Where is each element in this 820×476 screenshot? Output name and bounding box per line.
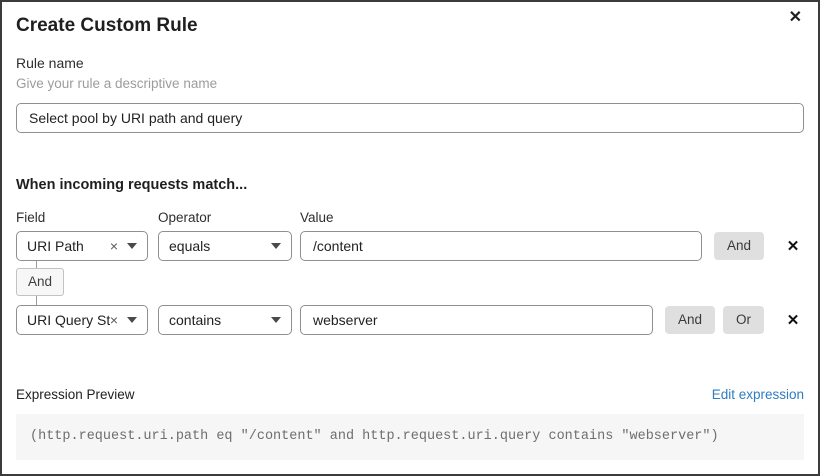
field-column-label: Field [16, 210, 46, 225]
page-title: Create Custom Rule [16, 15, 198, 36]
chevron-down-icon [127, 317, 137, 323]
chevron-down-icon [271, 317, 281, 323]
match-section-heading: When incoming requests match... [16, 177, 248, 193]
field-dropdown-row1-value: URI Path [27, 238, 84, 254]
and-button-row2[interactable]: And [664, 306, 715, 334]
value-column-label: Value [300, 210, 334, 225]
or-button-row2[interactable]: Or [723, 306, 764, 334]
rule-name-label: Rule name [16, 55, 84, 71]
operator-dropdown-row1-value: equals [169, 238, 211, 254]
clear-field-icon[interactable]: × [109, 312, 118, 328]
match-row-2: URI Query St... × contains And Or ✕ [16, 305, 804, 335]
field-dropdown-row2[interactable]: URI Query St... × [16, 305, 148, 335]
expression-code: (http.request.uri.path eq "/content" and… [16, 414, 804, 460]
close-icon[interactable]: ✕ [788, 9, 802, 26]
operator-dropdown-row1[interactable]: equals [158, 231, 292, 261]
field-dropdown-row1[interactable]: URI Path × [16, 231, 148, 261]
field-dropdown-row2-value: URI Query St... [27, 312, 110, 328]
chevron-down-icon [127, 243, 137, 249]
expression-header: Expression Preview Edit expression [16, 387, 804, 403]
edit-expression-link[interactable]: Edit expression [711, 387, 804, 402]
match-column-labels: Field Operator Value [16, 210, 804, 225]
operator-dropdown-row2-value: contains [169, 312, 222, 328]
connector-and-chip[interactable]: And [16, 268, 65, 296]
row-connector: And [16, 261, 804, 305]
rule-name-helper: Give your rule a descriptive name [16, 76, 218, 91]
operator-column-label: Operator [158, 210, 212, 225]
match-row-1: URI Path × equals And ✕ [16, 231, 804, 261]
connector-line [36, 261, 37, 268]
and-button-row1[interactable]: And [713, 232, 764, 260]
connector-line [36, 296, 37, 305]
remove-row-icon[interactable]: ✕ [786, 312, 800, 329]
operator-dropdown-row2[interactable]: contains [158, 305, 292, 335]
value-input-row1[interactable] [300, 231, 702, 261]
value-input-row2[interactable] [300, 305, 653, 335]
chevron-down-icon [271, 243, 281, 249]
clear-field-icon[interactable]: × [109, 238, 118, 254]
remove-row-icon[interactable]: ✕ [786, 238, 800, 255]
rule-name-input[interactable] [16, 103, 804, 133]
expression-preview-label: Expression Preview [16, 387, 135, 402]
